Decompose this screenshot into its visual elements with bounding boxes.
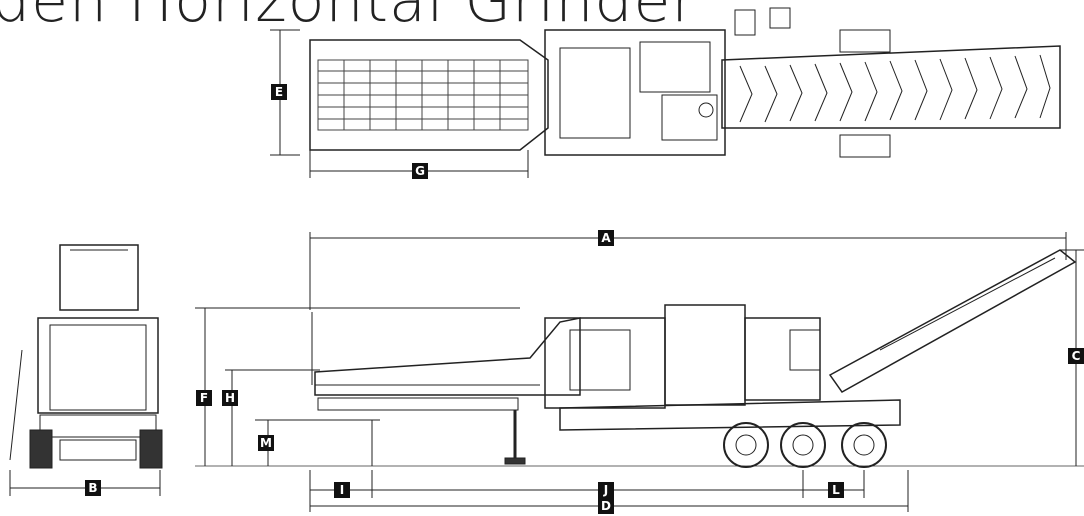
dimension-label-c: C — [1068, 348, 1084, 364]
front-view — [9, 244, 163, 496]
side-view — [195, 232, 1084, 512]
dimension-label-e: E — [271, 84, 287, 100]
dimension-label-a: A — [598, 230, 614, 246]
dimension-label-m: M — [258, 435, 274, 451]
dimension-label-d: D — [598, 498, 614, 514]
dimension-label-i: I — [334, 482, 350, 498]
dimension-label-g: G — [412, 163, 428, 179]
dimension-label-l: L — [828, 482, 844, 498]
dimension-label-j: J — [598, 482, 614, 498]
dimension-label-h: H — [222, 390, 238, 406]
dimension-label-f: F — [196, 390, 212, 406]
top-view — [270, 7, 1061, 178]
dimension-label-b: B — [85, 480, 101, 496]
